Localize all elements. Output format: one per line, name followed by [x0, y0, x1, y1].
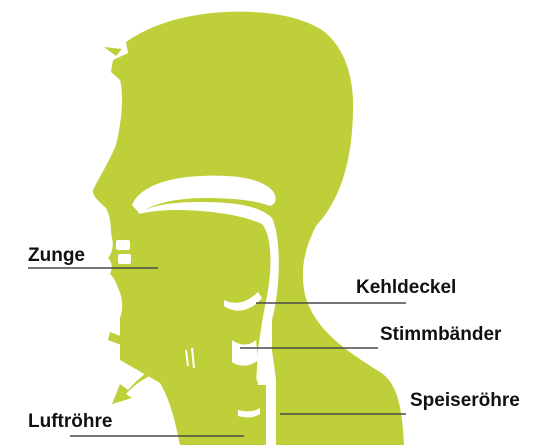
- label-luftroehre: Luftröhre: [28, 411, 112, 432]
- label-zunge: Zunge: [28, 245, 85, 266]
- label-stimmbaender: Stimmbänder: [380, 324, 502, 345]
- upper-teeth: [116, 240, 130, 250]
- lower-teeth: [118, 254, 131, 264]
- hair-flick: [104, 47, 122, 56]
- label-speiseroehre: Speiseröhre: [410, 390, 520, 411]
- label-kehldeckel: Kehldeckel: [356, 277, 456, 298]
